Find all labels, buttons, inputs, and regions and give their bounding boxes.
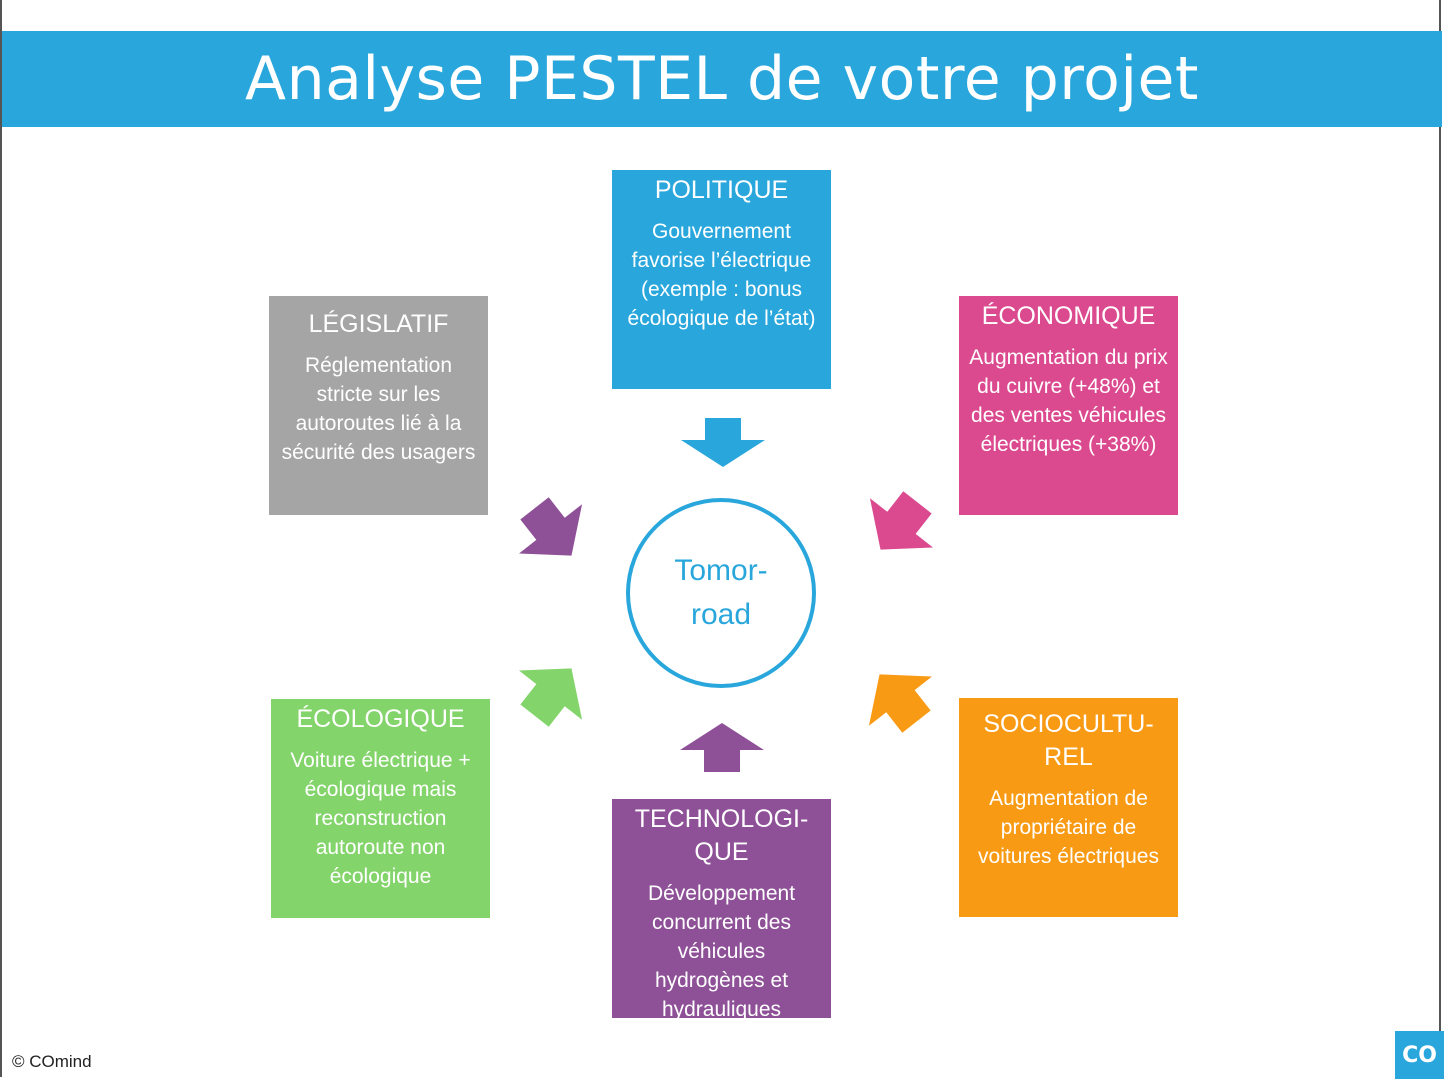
box-ecologique-text: Voiture électrique + écologique mais rec… [290,749,471,888]
box-socioculturel: SOCIOCULTU-REL Augmentation de propriéta… [959,698,1178,917]
box-technologique-text: Développement concurrent des véhicules h… [647,882,796,1018]
center-label: Tomor-road [674,554,768,631]
box-socioculturel-text: Augmentation de propriétaire de voitures… [978,787,1159,868]
slide-title: Analyse PESTEL de votre projet [245,44,1199,114]
box-economique-text: Augmentation du prix du cuivre (+48%) et… [969,346,1168,456]
copyright-footer: © COmind [12,1052,92,1071]
arrow-legislatif [519,497,583,556]
box-technologique: TECHNOLOGI-QUE Développement concurrent … [612,799,831,1018]
box-ecologique-heading: ÉCOLOGIQUE [296,705,465,733]
title-bar: Analyse PESTEL de votre projet [2,31,1442,127]
box-economique-heading: ÉCONOMIQUE [981,302,1156,330]
box-legislatif-heading: LÉGISLATIF [308,310,449,338]
arrow-ecologique [519,668,583,727]
arrow-technologique [680,723,764,772]
comind-logo: CO [1395,1031,1444,1079]
box-legislatif: LÉGISLATIF Réglementation stricte sur le… [269,296,488,515]
arrow-politique [681,418,765,467]
arrow-socioculturel [868,674,932,733]
box-politique: POLITIQUE Gouvernement favorise l’électr… [612,170,831,389]
arrow-economique [869,491,933,550]
box-technologique-heading: TECHNOLOGI-QUE [634,805,809,866]
box-ecologique: ÉCOLOGIQUE Voiture électrique + écologiq… [271,699,490,918]
box-socioculturel-heading: SOCIOCULTU-REL [983,710,1154,771]
box-politique-heading: POLITIQUE [654,176,789,204]
box-economique: ÉCONOMIQUE Augmentation du prix du cuivr… [959,296,1178,515]
box-legislatif-text: Réglementation stricte sur les autoroute… [281,354,476,464]
center-circle: Tomor-road [626,498,816,688]
box-politique-text: Gouvernement favorise l’électrique (exem… [627,220,816,330]
